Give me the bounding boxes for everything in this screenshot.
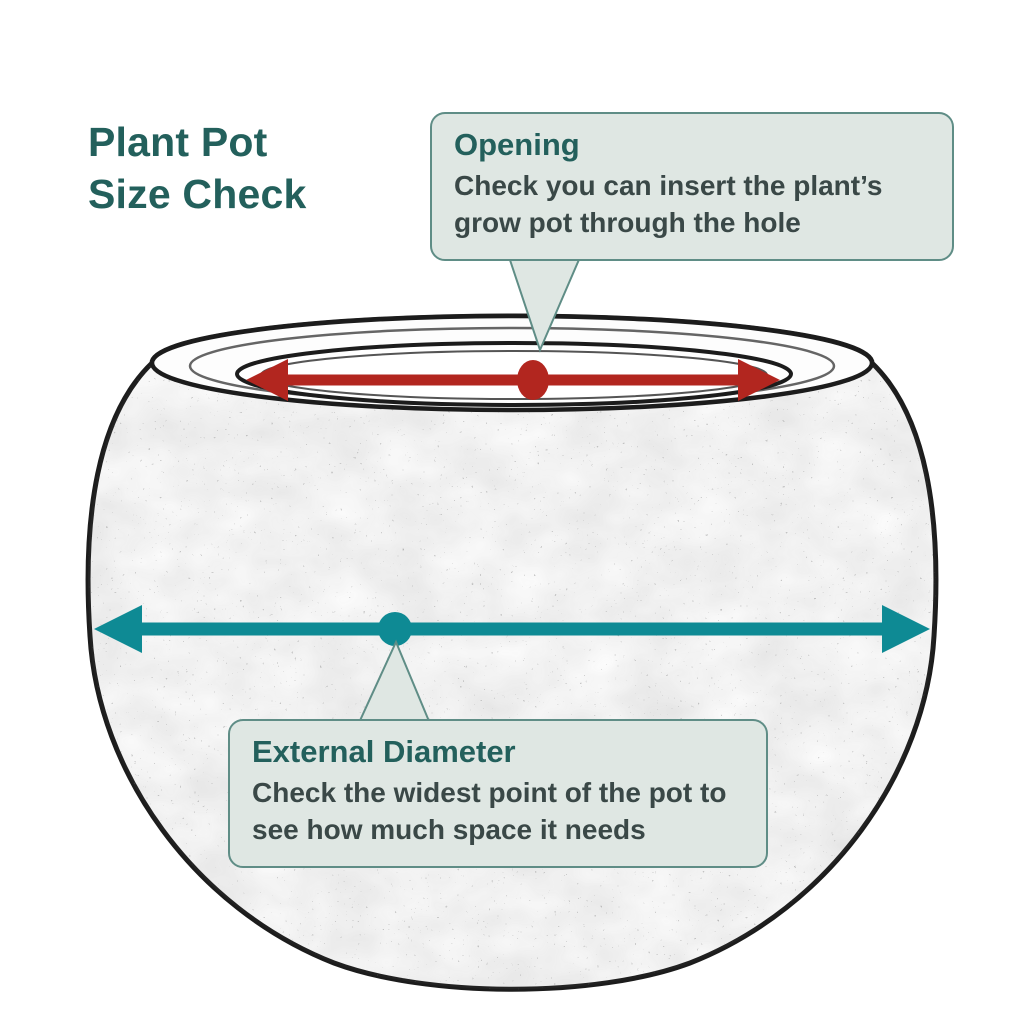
- external-diameter-callout: External Diameter Check the widest point…: [228, 719, 768, 868]
- opening-diameter-arrow: [246, 359, 780, 401]
- pot-opening: [235, 341, 793, 407]
- page-title-line1: Plant Pot: [88, 119, 268, 165]
- external-midpoint-dot: [378, 612, 412, 646]
- page-title-line2: Size Check: [88, 171, 307, 218]
- opening-callout-body: Check you can insert the plant’s grow po…: [454, 170, 883, 238]
- pot-texture: [88, 316, 936, 990]
- external-diameter-callout-title: External Diameter: [252, 734, 516, 769]
- page-title: Plant Pot Size Check: [88, 116, 307, 221]
- opening-callout-title: Opening: [454, 127, 580, 162]
- external-diameter-arrow: [94, 605, 930, 653]
- opening-midpoint-dot: [517, 360, 549, 400]
- opening-callout: Opening Check you can insert the plant’s…: [430, 112, 954, 261]
- external-diameter-callout-body: Check the widest point of the pot to see…: [252, 777, 727, 845]
